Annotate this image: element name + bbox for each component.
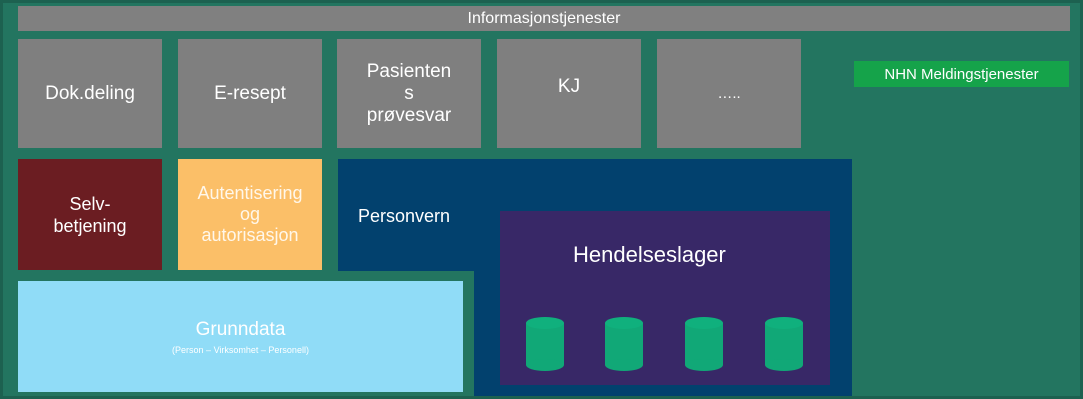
service-pasientens-line1: Pasienten	[366, 60, 452, 82]
nhn-meldingstjenester: NHN Meldingstjenester	[854, 61, 1069, 87]
grunndata-box: Grunndata (Person – Virksomhet – Persone…	[18, 281, 463, 392]
database-icon	[605, 317, 643, 371]
service-dokdeling: Dok.deling	[18, 39, 162, 148]
selvbetjening-box: Selv- betjening	[18, 159, 162, 270]
autentisering-box: Autentisering og autorisasjon	[178, 159, 322, 270]
service-kj-label: KJ	[557, 75, 581, 97]
autentisering-line3: autorisasjon	[201, 225, 299, 245]
service-more: …..	[657, 39, 801, 148]
service-kj: KJ	[497, 39, 641, 148]
autentisering-line1: Autentisering	[197, 183, 303, 203]
service-pasientens-line2: s	[404, 82, 414, 104]
service-more-label: …..	[717, 84, 741, 102]
service-pasientens-line3: prøvesvar	[366, 104, 452, 126]
grunndata-subtitle: (Person – Virksomhet – Personell)	[172, 344, 309, 355]
selvbetjening-line1: Selv-	[69, 193, 111, 214]
grunndata-title: Grunndata	[195, 318, 286, 340]
selvbetjening-line2: betjening	[53, 215, 127, 236]
service-eresept: E-resept	[178, 39, 322, 148]
service-pasientens-provesvar: Pasienten s prøvesvar	[337, 39, 481, 148]
informasjonstjenester-label: Informasjonstjenester	[467, 9, 621, 27]
hendelseslager-title: Hendelseslager	[573, 242, 726, 267]
service-eresept-label: E-resept	[214, 82, 286, 104]
autentisering-line2: og	[239, 204, 261, 224]
database-icon	[526, 317, 564, 371]
database-icon	[685, 317, 723, 371]
database-icon	[765, 317, 803, 371]
personvern-label: Personvern	[358, 206, 451, 226]
service-dokdeling-label: Dok.deling	[45, 82, 135, 104]
nhn-meldingstjenester-label: NHN Meldingstjenester	[884, 65, 1039, 83]
informasjonstjenester-bar: Informasjonstjenester	[18, 6, 1070, 31]
